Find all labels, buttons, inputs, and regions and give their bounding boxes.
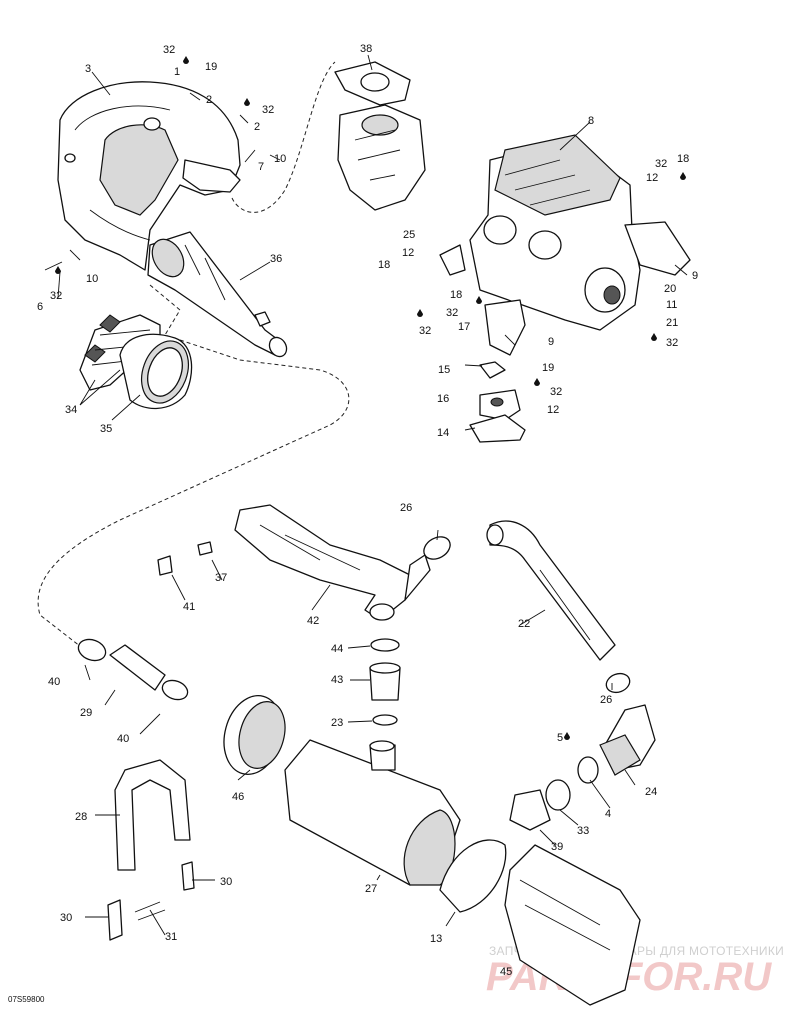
- exhaust-manifold: [57, 81, 241, 271]
- callout-19: 19: [542, 362, 554, 374]
- callout-32: 32: [419, 325, 431, 337]
- callout-41: 41: [183, 601, 195, 613]
- exhaust-hose-22: [486, 520, 616, 661]
- callout-3: 3: [85, 63, 91, 75]
- exhaust-cone: [147, 231, 288, 358]
- callout-24: 24: [645, 786, 657, 798]
- callout-40: 40: [117, 733, 129, 745]
- brackets-30-31: [107, 861, 195, 941]
- callout-18: 18: [677, 153, 689, 165]
- callout-29: 29: [80, 707, 92, 719]
- callout-17: 17: [458, 321, 470, 333]
- callout-32: 32: [550, 386, 562, 398]
- callout-30: 30: [220, 876, 232, 888]
- callout-10: 10: [274, 153, 286, 165]
- callout-38: 38: [360, 43, 372, 55]
- sealant-markers: [55, 56, 686, 740]
- callout-4: 4: [605, 808, 611, 820]
- callout-37: 37: [215, 572, 227, 584]
- callout-23: 23: [331, 717, 343, 729]
- callout-13: 13: [430, 933, 442, 945]
- clamp-and-sleeve: [79, 314, 193, 410]
- callout-35: 35: [100, 423, 112, 435]
- callout-43: 43: [331, 674, 343, 686]
- callout-44: 44: [331, 643, 343, 655]
- callout-45: 45: [500, 966, 512, 978]
- callout-11: 11: [666, 299, 677, 311]
- callout-26: 26: [600, 694, 612, 706]
- callout-14: 14: [437, 427, 449, 439]
- hose-29: [77, 638, 189, 701]
- mount-parts: [439, 244, 526, 443]
- callout-6: 6: [37, 301, 43, 313]
- engine-block: [469, 134, 691, 356]
- callout-9: 9: [692, 270, 698, 282]
- leader-lines: [44, 54, 688, 936]
- callout-27: 27: [365, 883, 377, 895]
- callout-34: 34: [65, 404, 77, 416]
- callout-8: 8: [588, 115, 594, 127]
- callout-2: 2: [206, 94, 212, 106]
- elbow-and-rings: [509, 704, 656, 831]
- callout-labels: 32 1 19 3 2 32 2 7 10 38 8 18 32 12 36 1…: [37, 43, 698, 978]
- callout-31: 31: [165, 931, 177, 943]
- callout-40: 40: [48, 676, 60, 688]
- callout-39: 39: [551, 841, 563, 853]
- strap-28: [114, 759, 191, 871]
- callout-7: 7: [258, 161, 264, 173]
- callout-10: 10: [86, 273, 98, 285]
- muffler-27: [284, 739, 461, 886]
- callout-28: 28: [75, 811, 87, 823]
- callout-32: 32: [163, 44, 175, 56]
- small-parts-37-41: [157, 541, 213, 576]
- callout-32: 32: [50, 290, 62, 302]
- callout-36: 36: [270, 253, 282, 265]
- callout-25: 25: [403, 229, 415, 241]
- sleeve-46: [223, 695, 286, 775]
- callout-32: 32: [262, 104, 274, 116]
- callout-30: 30: [60, 912, 72, 924]
- callout-12: 12: [646, 172, 658, 184]
- exhaust-pipe-42: [234, 504, 431, 621]
- callout-16: 16: [437, 393, 449, 405]
- callout-5: 5: [557, 732, 563, 744]
- drawing-code: 07S59800: [8, 995, 45, 1004]
- callout-33: 33: [577, 825, 589, 837]
- callout-2: 2: [254, 121, 260, 133]
- callout-18: 18: [378, 259, 390, 271]
- callout-12: 12: [402, 247, 414, 259]
- clamp-band-13: [439, 839, 507, 913]
- callout-15: 15: [438, 364, 450, 376]
- callout-19: 19: [205, 61, 217, 73]
- callout-9: 9: [548, 336, 554, 348]
- callout-26: 26: [400, 502, 412, 514]
- callout-46: 46: [232, 791, 244, 803]
- callout-1: 1: [174, 66, 180, 78]
- callout-20: 20: [664, 283, 676, 295]
- callout-22: 22: [518, 618, 530, 630]
- gasket-and-flange: [334, 61, 426, 211]
- callout-32: 32: [666, 337, 678, 349]
- tank-45: [504, 844, 641, 1006]
- coupling-stack: [369, 638, 401, 726]
- callout-21: 21: [666, 317, 678, 329]
- routing-lines: [37, 61, 350, 651]
- callout-18: 18: [450, 289, 462, 301]
- callout-12: 12: [547, 404, 559, 416]
- callout-32: 32: [446, 307, 458, 319]
- callout-32: 32: [655, 158, 667, 170]
- callout-42: 42: [307, 615, 319, 627]
